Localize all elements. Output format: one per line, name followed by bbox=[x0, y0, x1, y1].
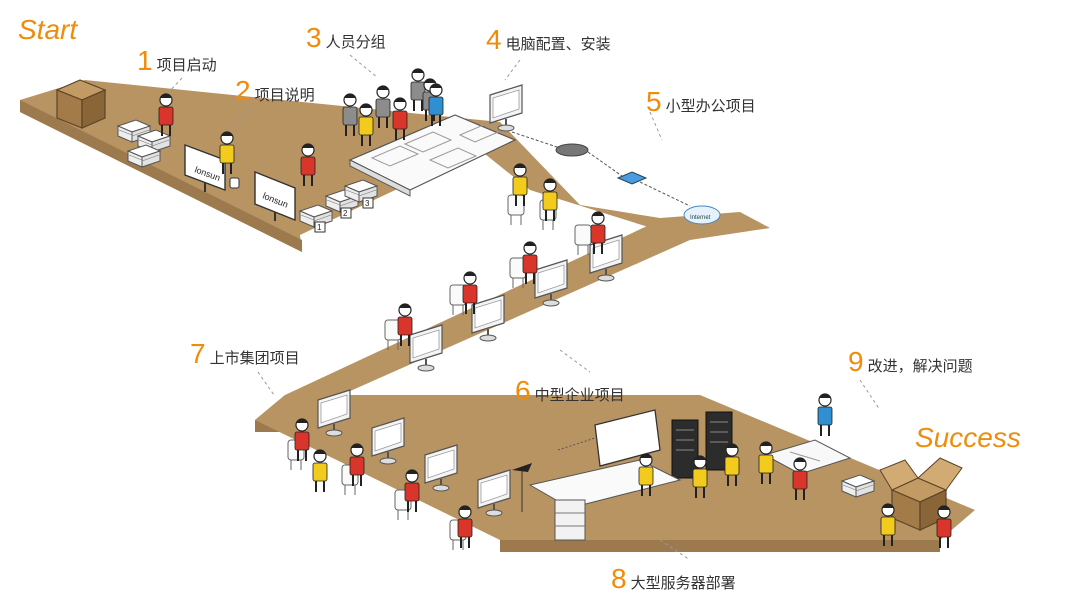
step-5-label: 5 小型办公项目 bbox=[646, 86, 756, 118]
step-number: 4 bbox=[486, 24, 502, 55]
internet-cloud-icon: Internet bbox=[683, 205, 721, 225]
person-figure-icon bbox=[219, 131, 235, 174]
person-figure-icon bbox=[457, 505, 473, 548]
person-figure-icon bbox=[428, 83, 444, 126]
person-figure-icon bbox=[792, 457, 808, 500]
blueprint-table bbox=[763, 439, 875, 498]
person-figure-icon bbox=[397, 303, 413, 346]
success-label: Success bbox=[915, 422, 1021, 453]
person-figure-icon bbox=[300, 143, 316, 186]
doc-number: 2 bbox=[343, 209, 348, 218]
step-number: 3 bbox=[306, 22, 322, 53]
person-figure-icon bbox=[349, 443, 365, 486]
lonsun-monitor-icon: lonsun bbox=[184, 143, 240, 192]
person-figure-icon bbox=[342, 93, 358, 136]
step-text: 改进，解决问题 bbox=[867, 357, 973, 375]
person-figure-icon bbox=[294, 418, 310, 461]
person-figure-icon bbox=[724, 443, 740, 486]
person-figure-icon bbox=[158, 93, 174, 136]
step-8-label: 8 大型服务器部署 bbox=[611, 563, 736, 595]
step-6-label: 6 中型企业项目 bbox=[515, 375, 625, 407]
leader-lines bbox=[165, 54, 881, 561]
person-figure-icon bbox=[375, 85, 391, 128]
person-figure-icon bbox=[880, 503, 896, 546]
drawer-cabinet-icon bbox=[554, 499, 586, 541]
router-icon bbox=[555, 143, 589, 157]
step-number: 1 bbox=[137, 45, 153, 76]
person-figure-icon bbox=[758, 441, 774, 484]
person-figure-icon bbox=[692, 455, 708, 498]
person-figure-icon bbox=[936, 505, 952, 548]
person-figure-icon bbox=[410, 68, 426, 111]
step-1-label: 1 项目启动 bbox=[137, 45, 217, 77]
step-number: 8 bbox=[611, 563, 627, 594]
person-figure-icon bbox=[358, 103, 374, 146]
step-3-label: 3 人员分组 bbox=[306, 22, 386, 54]
step-number: 6 bbox=[515, 375, 531, 406]
step-9-label: 9 改进，解决问题 bbox=[848, 346, 973, 378]
numbered-doc-tags: 1 2 3 bbox=[314, 197, 374, 233]
step-number: 2 bbox=[235, 75, 251, 106]
person-figure-icon bbox=[817, 393, 833, 436]
person-figure-icon bbox=[638, 453, 654, 496]
step-text: 上市集团项目 bbox=[209, 349, 300, 367]
person-figure-icon bbox=[462, 271, 478, 314]
step-text: 项目说明 bbox=[254, 86, 315, 104]
step-text: 项目启动 bbox=[156, 56, 217, 74]
server-rack-icon bbox=[671, 411, 733, 479]
step-2-label: 2 项目说明 bbox=[235, 75, 315, 107]
step-text: 人员分组 bbox=[325, 33, 386, 51]
step-number: 5 bbox=[646, 86, 662, 117]
step-text: 大型服务器部署 bbox=[630, 574, 736, 592]
planning-board-icon bbox=[348, 114, 517, 197]
step-text: 电脑配置、安装 bbox=[505, 35, 611, 53]
person-figure-icon bbox=[512, 163, 528, 206]
step-text: 中型企业项目 bbox=[534, 386, 625, 404]
person-figure-icon bbox=[312, 449, 328, 492]
switch-icon bbox=[616, 171, 648, 185]
step-number: 7 bbox=[190, 338, 206, 369]
step-number: 9 bbox=[848, 346, 864, 377]
doc-number: 1 bbox=[317, 223, 322, 232]
large-monitor-icon bbox=[594, 409, 661, 467]
person-figure-icon bbox=[392, 97, 408, 140]
start-box-icon bbox=[55, 79, 107, 129]
person-figure-icon bbox=[404, 469, 420, 512]
start-label: Start bbox=[18, 14, 78, 45]
step-text: 小型办公项目 bbox=[665, 97, 756, 115]
step-7-label: 7 上市集团项目 bbox=[190, 338, 300, 370]
person-figure-icon bbox=[522, 241, 538, 284]
step-4-label: 4 电脑配置、安装 bbox=[486, 24, 611, 56]
lonsun-monitor-icon: lonsun bbox=[254, 170, 296, 222]
person-figure-icon bbox=[590, 211, 606, 254]
person-figure-icon bbox=[542, 178, 558, 221]
cloud-label: Internet bbox=[690, 215, 711, 221]
doc-number: 3 bbox=[365, 199, 370, 208]
cup-icon bbox=[229, 177, 240, 189]
